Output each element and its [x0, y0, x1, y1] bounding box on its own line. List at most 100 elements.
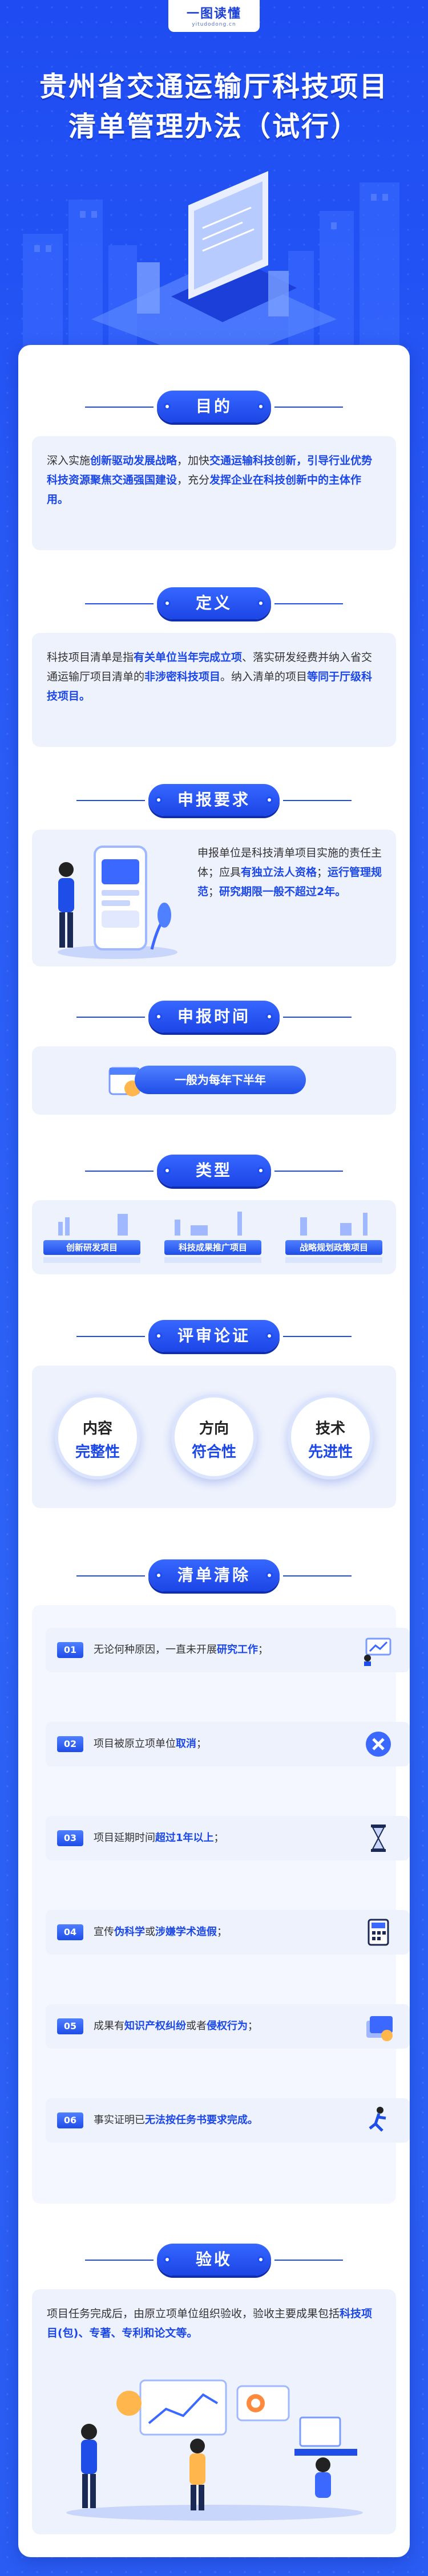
plain-text: ；	[208, 885, 220, 898]
purpose-text: 深入实施创新驱动发展战略，加快交通运输科技创新，引导行业优势科技资源聚焦交通强国…	[47, 451, 381, 509]
highlight-text: 有关单位当年完成立项	[134, 651, 243, 664]
highlight-text: 创新驱动发展战略	[90, 454, 177, 467]
presentation-icon	[364, 1638, 391, 1666]
definition-panel: 科技项目清单是指有关单位当年完成立项、落实研发经费并纳入省交通运输厅项目清单的非…	[32, 633, 396, 747]
requirements-text: 申报单位是科技清单项目实施的责任主体；应具有独立法人资格；运行管理规范；研究期限…	[197, 843, 383, 901]
plain-text: ，加快	[177, 454, 210, 467]
review-item-top: 技术	[315, 1420, 345, 1437]
cancel-icon	[366, 1732, 391, 1757]
removal-item-number: 01	[57, 1642, 83, 1658]
removal-item-number: 06	[57, 2112, 83, 2128]
highlight-text: 交通运输科技创新	[209, 454, 297, 467]
removal-item-number: 05	[57, 2018, 83, 2034]
plain-text: 或	[145, 1926, 155, 1938]
type-item-2: 科技成果推广项目	[164, 1240, 261, 1255]
highlight-text: 研究期限一般不超过2年。	[219, 885, 346, 898]
types-illustration	[43, 1212, 382, 1263]
review-item-top: 方向	[199, 1420, 229, 1437]
hero-city-laptop-illustration	[23, 171, 399, 365]
removal-item-text: 宣传伪科学或涉嫌学术造假；	[94, 1910, 227, 1955]
plain-text: 或者	[186, 2020, 207, 2032]
highlight-text: 涉嫌学术造假	[155, 1926, 217, 1938]
section-heading-acceptance: 验收	[85, 2244, 343, 2276]
section-heading-purpose: 目的	[85, 391, 343, 422]
section-heading-timing: 申报时间	[76, 1001, 352, 1033]
highlight-text: 非涉密科技项目	[144, 671, 221, 683]
requirements-panel: 申报单位是科技清单项目实施的责任主体；应具有独立法人资格；运行管理规范；研究期限…	[32, 830, 396, 966]
document-stack-icon	[366, 2016, 393, 2041]
plain-text: 宣传	[94, 1926, 114, 1938]
review-item-direction: 方向 符合性	[171, 1394, 257, 1480]
page-title-line2: 清单管理办法（试行）	[68, 111, 360, 143]
review-item-bottom: 完整性	[75, 1444, 120, 1461]
highlight-text: 无法按任务书要求完成。	[145, 2114, 258, 2126]
highlight-text: 发挥企业在科技创新中的主体作用。	[47, 474, 362, 506]
type-item-3: 战略规划政策项目	[285, 1240, 382, 1255]
plain-text: ，充分	[177, 474, 210, 486]
hourglass-icon	[371, 1825, 386, 1852]
plain-text: 科技项目清单是指	[47, 651, 134, 664]
removal-item-text: 成果有知识产权纠纷或者侵权行为；	[94, 2004, 258, 2049]
removal-item-text: 无论何种原因，一直未开展研究工作；	[94, 1628, 268, 1672]
acceptance-text: 项目任务完成后，由原立项单位组织验收，验收主要成果包括科技项目(包)、专著、专利…	[47, 2304, 381, 2343]
highlight-text: 运行管理规范	[197, 866, 382, 898]
badge-subtitle: yitudodong.cn	[192, 22, 236, 27]
timing-value: 一般为每年下半年	[135, 1066, 306, 1094]
review-item-top: 内容	[82, 1420, 112, 1437]
highlight-text: 取消	[176, 1738, 196, 1750]
team-meeting-illustration	[66, 2379, 363, 2521]
section-heading-requirements: 申报要求	[76, 784, 352, 816]
highlight-text: 研究工作	[217, 1644, 258, 1656]
removal-item-number: 02	[57, 1736, 83, 1752]
removal-item-number: 03	[57, 1830, 83, 1846]
definition-text: 科技项目清单是指有关单位当年完成立项、落实研发经费并纳入省交通运输厅项目清单的非…	[47, 648, 381, 706]
top-badge: 一图读懂 yitudodong.cn	[168, 0, 260, 32]
removal-item-text: 事实证明已无法按任务书要求完成。	[94, 2098, 258, 2143]
main-card: 目的 深入实施创新驱动发展战略，加快交通运输科技创新，引导行业优势科技资源聚焦交…	[18, 345, 410, 2557]
plain-text: ；	[317, 866, 328, 879]
review-item-technology: 技术 先进性	[288, 1394, 373, 1480]
plain-text: 项目任务完成后，由原立项单位组织验收，验收主要成果包括	[47, 2307, 340, 2320]
runner-icon	[369, 2107, 386, 2132]
acceptance-panel: 项目任务完成后，由原立项单位组织验收，验收主要成果包括科技项目(包)、专著、专利…	[32, 2289, 396, 2534]
removal-item: 05 成果有知识产权纠纷或者侵权行为；	[46, 2004, 410, 2049]
plain-text: 项目延期时间	[94, 1832, 155, 1844]
review-item-bottom: 符合性	[191, 1444, 236, 1461]
badge-title: 一图读懂	[186, 7, 241, 21]
highlight-text: 知识产权纠纷	[124, 2020, 186, 2032]
plain-text: 无论何种原因，一直未开展	[94, 1644, 217, 1656]
purpose-panel: 深入实施创新驱动发展战略，加快交通运输科技创新，引导行业优势科技资源聚焦交通强国…	[32, 436, 396, 550]
plain-text: 成果有	[94, 2020, 124, 2032]
highlight-text: ，引导行业优势科技资源聚焦交通强国建设	[47, 454, 373, 486]
highlight-text: 侵权行为	[207, 2020, 248, 2032]
plain-text: ；	[258, 1644, 268, 1656]
highlight-text: 等同于厅级科技项目。	[47, 671, 373, 702]
phone-person-illustration	[58, 846, 177, 959]
highlight-text: 超过1年以上	[155, 1832, 214, 1844]
plain-text: 深入实施	[47, 454, 91, 467]
review-panel: 内容 完整性 方向 符合性 技术 先进性	[32, 1366, 396, 1508]
section-heading-review: 评审论证	[76, 1320, 352, 1352]
timing-panel: 一般为每年下半年	[32, 1046, 396, 1115]
removal-item: 03 项目延期时间超过1年以上；	[46, 1816, 410, 1860]
plain-text: 项目被原立项单位	[94, 1738, 176, 1750]
review-item-content: 内容 完整性	[55, 1394, 140, 1480]
section-heading-removal: 清单清除	[76, 1559, 352, 1591]
calculator-icon	[368, 1919, 389, 1946]
section-heading-definition: 定义	[85, 587, 343, 619]
highlight-text: 伪科学	[114, 1926, 145, 1938]
plain-text: ；	[196, 1738, 207, 1750]
removal-item-text: 项目延期时间超过1年以上；	[94, 1816, 224, 1860]
removal-item: 02 项目被原立项单位取消；	[46, 1722, 410, 1766]
removal-item: 01 无论何种原因，一直未开展研究工作；	[46, 1628, 410, 1672]
plain-text: ；	[217, 1926, 227, 1938]
highlight-text: 科技项目(包)、专著、专利和论文等。	[47, 2307, 373, 2339]
removal-item-text: 项目被原立项单位取消；	[94, 1722, 207, 1766]
plain-text: ；	[248, 2020, 258, 2032]
plain-text: 事实证明已	[94, 2114, 145, 2126]
plain-text: ；	[213, 1832, 224, 1844]
removal-item: 06 事实证明已无法按任务书要求完成。	[46, 2098, 410, 2143]
